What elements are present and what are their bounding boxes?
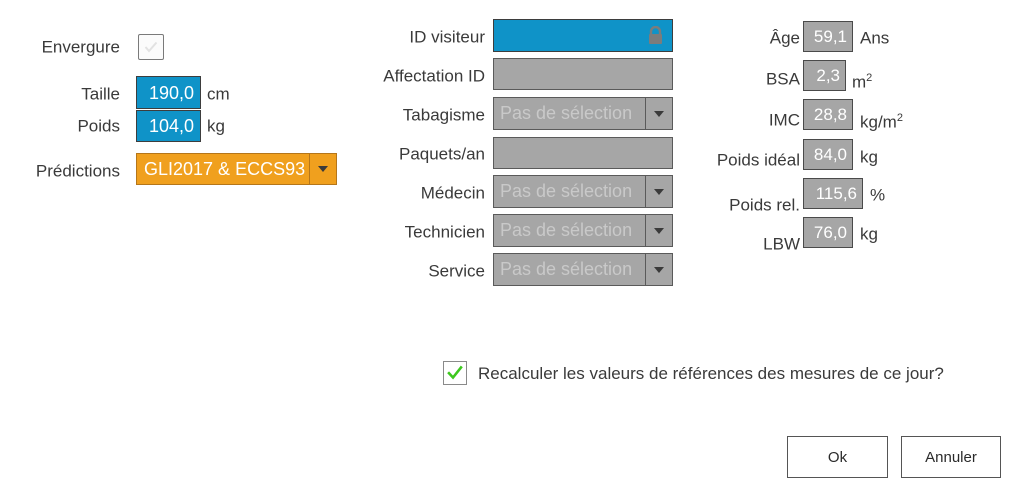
value-lbw: 76,0 (803, 217, 853, 248)
label-id-visiteur: ID visiteur (409, 27, 485, 47)
label-paquets-an: Paquets/an (398, 144, 485, 164)
unit-imc: kg/m2 (860, 111, 903, 132)
label-tabagisme: Tabagisme (402, 105, 485, 125)
unit-lbw: kg (860, 224, 878, 244)
unit-poids-rel: % (870, 185, 886, 205)
dropdown-tabagisme-value: Pas de sélection (500, 103, 633, 123)
label-poids: Poids (77, 116, 120, 136)
value-age: 59,1 (803, 21, 853, 52)
unit-bsa-sup: 2 (866, 71, 873, 84)
dropdown-medecin[interactable]: Pas de sélection (493, 175, 673, 208)
label-service: Service (428, 261, 485, 281)
checkbox-envergure[interactable] (138, 34, 164, 60)
label-taille: Taille (81, 84, 120, 104)
input-id-visiteur[interactable] (493, 19, 673, 52)
dropdown-service-value: Pas de sélection (500, 259, 633, 279)
label-predictions: Prédictions (35, 161, 120, 181)
label-envergure: Envergure (41, 37, 120, 57)
dropdown-technicien-value: Pas de sélection (500, 220, 633, 240)
label-medecin: Médecin (420, 183, 485, 203)
cancel-button[interactable]: Annuler (901, 436, 1001, 478)
recalc-label: Recalculer les valeurs de références des… (478, 363, 944, 383)
label-technicien: Technicien (404, 222, 485, 242)
right-column: Âge 59,1 Ans BSA 2,3 m2 IMC 28,8 kg/m2 P… (670, 0, 1021, 270)
value-poids-rel: 115,6 (803, 178, 863, 209)
unit-imc-sup: 2 (896, 111, 903, 124)
label-lbw: LBW (763, 234, 800, 254)
dropdown-predictions[interactable]: GLI2017 & ECCS93 (136, 153, 337, 185)
check-icon (447, 365, 463, 380)
input-affectation-id[interactable] (493, 58, 673, 90)
input-paquets-an[interactable] (493, 137, 673, 169)
checkbox-envergure-box[interactable] (138, 34, 164, 60)
value-bsa: 2,3 (803, 60, 846, 91)
unit-imc-text: kg/m (860, 112, 897, 132)
label-age: Âge (769, 28, 800, 48)
dropdown-predictions-value: GLI2017 & ECCS93 (144, 158, 306, 179)
recalc-row[interactable]: Recalculer les valeurs de références des… (443, 361, 944, 385)
label-bsa: BSA (765, 69, 800, 89)
left-column: Envergure Taille 190,0 cm Poids 104,0 kg… (0, 0, 350, 200)
chevron-down-icon (654, 188, 664, 195)
lock-icon (649, 26, 662, 44)
unit-poids-ideal: kg (860, 147, 878, 167)
label-imc: IMC (768, 110, 800, 130)
value-poids-ideal: 84,0 (803, 139, 853, 170)
checkbox-recalc[interactable] (443, 361, 467, 385)
check-icon (144, 41, 158, 53)
dropdown-technicien-arrow[interactable] (645, 215, 672, 246)
unit-age-text: Ans (860, 28, 890, 48)
input-poids[interactable]: 104,0 (136, 110, 201, 142)
dropdown-medecin-arrow[interactable] (645, 176, 672, 207)
label-affectation-id: Affectation ID (383, 66, 485, 86)
dropdown-technicien[interactable]: Pas de sélection (493, 214, 673, 247)
value-imc: 28,8 (803, 99, 853, 130)
label-poids-rel: Poids rel. (729, 195, 800, 215)
dropdown-service[interactable]: Pas de sélection (493, 253, 673, 286)
unit-bsa: m2 (852, 71, 873, 92)
dropdown-tabagisme-arrow[interactable] (645, 98, 672, 129)
ok-button[interactable]: Ok (787, 436, 888, 478)
dropdown-tabagisme[interactable]: Pas de sélection (493, 97, 673, 130)
input-taille[interactable]: 190,0 (136, 76, 201, 109)
dropdown-service-arrow[interactable] (645, 254, 672, 285)
middle-column: ID visiteur Affectation ID Tabagisme Pas… (340, 0, 680, 300)
chevron-down-icon (654, 110, 664, 117)
chevron-down-icon (654, 266, 664, 273)
unit-age: Ans (860, 30, 889, 47)
label-poids-ideal: Poids idéal (716, 150, 800, 170)
unit-poids: kg (207, 116, 225, 136)
chevron-down-icon (318, 166, 328, 172)
chevron-down-icon (654, 227, 664, 234)
dropdown-medecin-value: Pas de sélection (500, 181, 633, 201)
unit-bsa-text: m (852, 72, 867, 92)
dropdown-predictions-arrow[interactable] (309, 154, 336, 184)
unit-taille: cm (207, 84, 230, 104)
